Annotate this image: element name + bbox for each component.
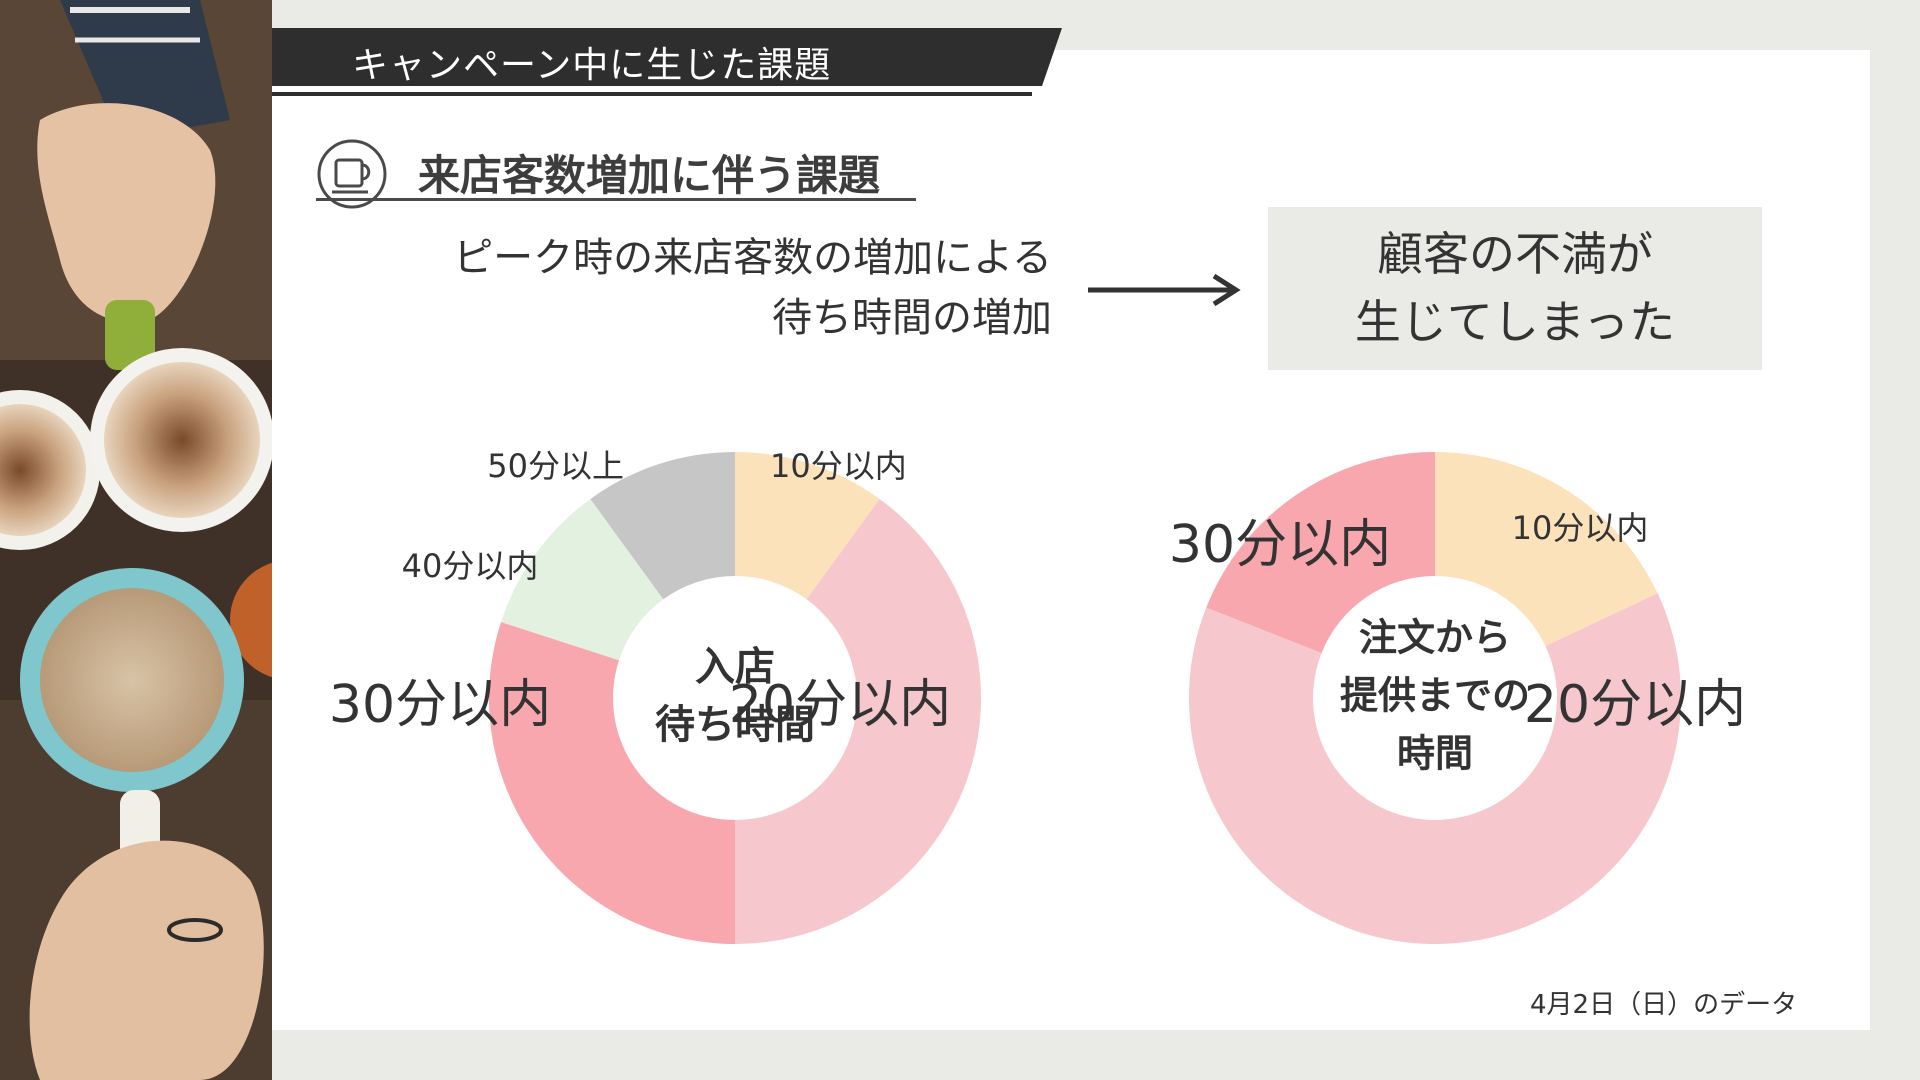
header-bar: キャンペーン中に生じた課題 (272, 28, 1062, 96)
result-box: 顧客の不満が 生じてしまった (1268, 207, 1762, 370)
slice-label: 10分以内 (1512, 509, 1649, 547)
center-label: 入店 (695, 644, 775, 690)
problem-line-1: ピーク時の来店客数の増加による (453, 235, 1052, 281)
section-underline (316, 198, 916, 201)
center-label: 提供までの (1340, 674, 1530, 718)
donut-slice-5 (590, 452, 735, 600)
slice-label: 20分以内 (729, 675, 951, 735)
slice-label: 50分以上 (487, 447, 624, 485)
right-arrow-icon (1088, 273, 1241, 307)
donut-slice-2 (1189, 593, 1681, 945)
donut-slice-1 (1435, 452, 1658, 647)
center-label: 待ち時間 (655, 702, 815, 748)
coffee-photo (0, 0, 272, 1080)
slice-label: 30分以内 (1169, 515, 1391, 575)
center-label: 時間 (1397, 732, 1473, 776)
header-bar-shape (272, 28, 1062, 96)
header-title: キャンペーン中に生じた課題 (352, 45, 832, 86)
donut-slice-4 (501, 498, 664, 661)
problem-statement: ピーク時の来店客数の増加による 待ち時間の増加 (380, 228, 1052, 348)
slice-label: 20分以内 (1524, 675, 1746, 735)
footnote-date: 4月2日（日）のデータ (1530, 990, 1798, 1020)
coffee-photo-illustration (0, 0, 272, 1080)
donut-slice-1 (735, 452, 880, 600)
section-title: 来店客数増加に伴う課題 (418, 151, 881, 200)
coffee-cup-icon (316, 138, 388, 210)
slice-label: 30分以内 (329, 675, 551, 735)
donut-slice-3 (1206, 452, 1435, 654)
result-line-1: 顧客の不満が (1377, 227, 1653, 281)
slice-label: 40分以内 (402, 547, 539, 585)
slice-label: 10分以内 (770, 447, 907, 485)
problem-line-2: 待ち時間の増加 (772, 295, 1052, 341)
donut-slice-3 (489, 621, 735, 944)
donut-slice-2 (735, 498, 981, 944)
result-line-2: 生じてしまった (1354, 295, 1676, 349)
center-label: 注文から (1359, 616, 1511, 660)
